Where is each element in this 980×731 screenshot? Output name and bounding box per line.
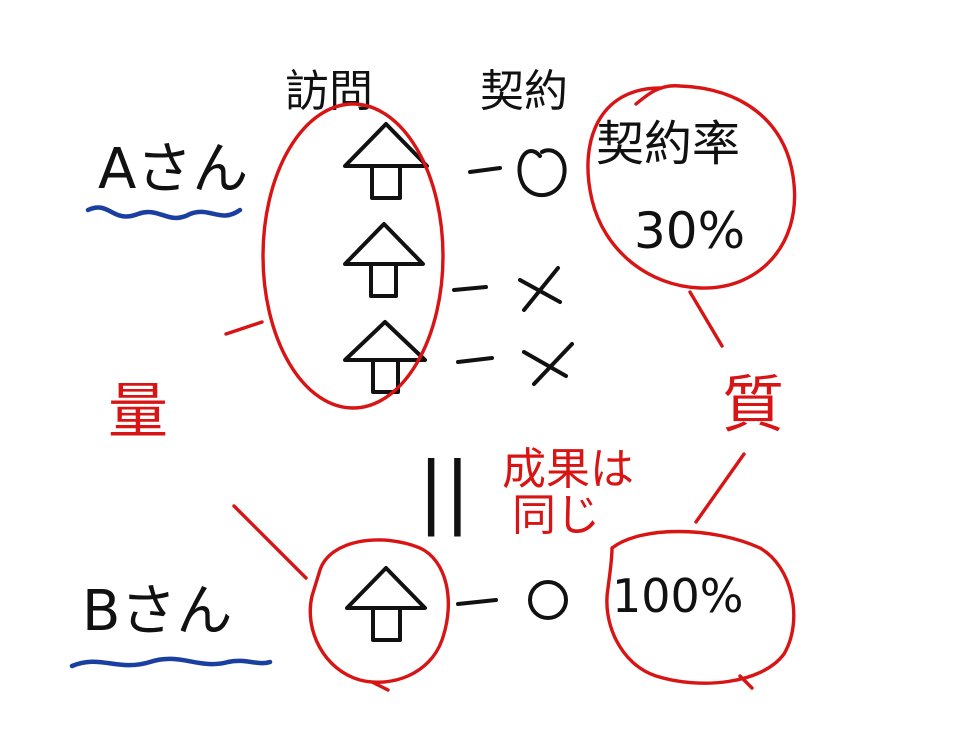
house-icon [345, 566, 427, 642]
visits-circle [261, 102, 445, 410]
house-icon [343, 122, 429, 200]
outcome-a-2 [452, 266, 562, 312]
equal-sign: || [418, 447, 471, 537]
outcome-a-1 [468, 148, 567, 197]
outcome-b-1 [456, 580, 568, 620]
person-b-underline [69, 656, 273, 669]
quality-connector-top [688, 290, 724, 348]
contract-rate-title: 契約率 [596, 116, 740, 172]
contract-rate-a-value: 30% [634, 202, 745, 260]
quality-label: 質 [722, 368, 784, 441]
house-icon [343, 320, 427, 394]
quantity-label: 量 [108, 377, 168, 447]
same-result-line1: 成果は [502, 444, 634, 495]
person-b-label: Bさん [82, 579, 232, 644]
contract-header: 契約 [480, 66, 568, 117]
quantity-connector-top [224, 320, 264, 336]
quantity-connector-bottom [232, 504, 308, 580]
visit-b-circle [308, 538, 450, 692]
contract-rate-b-circle [605, 529, 796, 690]
quality-connector-bottom [694, 452, 746, 524]
house-icon [343, 222, 425, 298]
person-a-underline [85, 205, 243, 221]
outcome-a-3 [456, 342, 574, 386]
contract-rate-a-circle [586, 84, 797, 290]
person-a-label: Aさん [98, 137, 248, 202]
same-result-line2: 同じ [512, 490, 600, 541]
contract-rate-b-value: 100% [612, 569, 744, 623]
